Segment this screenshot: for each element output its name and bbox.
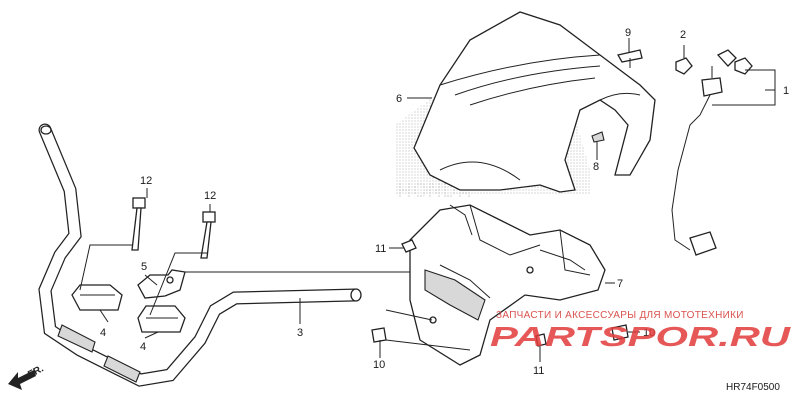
callout-6: 6 [396,93,402,105]
rivet-clip [617,49,643,68]
front-direction-marker: FR. [8,363,46,390]
callout-9: 9 [625,27,631,39]
screw-10-right [611,324,629,341]
callout-4a: 4 [100,327,106,339]
watermark-logo: PARTSPOR.RU [490,321,791,352]
callouts: 1 2 3 4 4 5 6 7 8 9 10 10 11 11 12 12 [100,27,789,377]
callout-1: 1 [783,85,789,97]
callout-10b: 10 [643,327,655,339]
screw-10-lower-left [371,327,387,343]
callout-2: 2 [680,29,686,41]
callout-8: 8 [593,161,599,173]
callout-7: 7 [617,278,623,290]
grommet [591,131,605,143]
screw-11-lower [535,333,547,347]
watermark-tagline: ЗАПЧАСТИ И АКСЕССУАРЫ ДЛЯ МОТОТЕХНИКИ [496,310,744,321]
shop-watermark: ЗАПЧАСТИ И АКСЕССУАРЫ ДЛЯ МОТОТЕХНИКИ PA… [490,310,791,352]
upper-handlebar-cover [413,11,656,193]
handlebar-holder-lower [137,305,186,333]
callout-3: 3 [297,327,303,339]
callout-10a: 10 [373,359,385,371]
lower-handlebar-cover [409,204,606,366]
callout-11b: 11 [533,365,544,377]
leader-lines [79,38,776,362]
switch-assembly [671,49,753,256]
direction-label: FR. [26,363,46,380]
figure-code: HR74F0500 [726,382,780,393]
handlebar [38,123,362,387]
screw-11-upper [401,239,417,253]
callout-4b: 4 [140,341,146,353]
bracket [137,269,186,299]
callout-5: 5 [141,261,147,273]
bolt-12-left [131,197,146,251]
clip [675,57,693,75]
callout-12a: 12 [140,175,152,187]
callout-12b: 12 [204,190,216,202]
handlebar-holder-upper [71,284,123,311]
bolt-12-right [200,211,216,259]
callout-11a: 11 [375,243,386,255]
